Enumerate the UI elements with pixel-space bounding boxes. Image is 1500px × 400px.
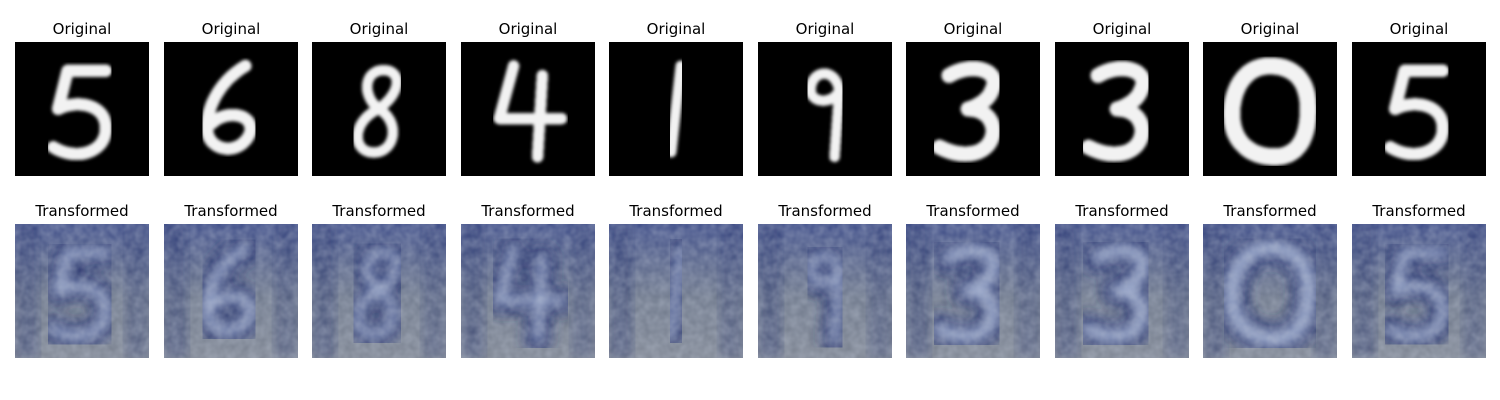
original-digit-image — [758, 42, 892, 176]
transformed-title: Transformed — [184, 202, 278, 220]
original-digit-image — [15, 42, 149, 176]
transformed-digit-image — [1203, 224, 1337, 358]
digit-stroke — [805, 68, 845, 163]
original-digit-image — [461, 42, 595, 176]
transformed-digit-image — [758, 224, 892, 358]
original-digit-image — [1352, 42, 1486, 176]
digit-stroke — [200, 59, 257, 155]
original-title: Original — [1240, 20, 1300, 38]
digit-stroke — [47, 64, 113, 161]
transformed-digit-image — [609, 224, 743, 358]
original-digit-image — [312, 42, 446, 176]
transformed-digit-image — [164, 224, 298, 358]
original-title: Original — [1092, 20, 1152, 38]
original-title: Original — [795, 20, 855, 38]
digit-stroke — [1080, 60, 1151, 162]
original-title: Original — [943, 20, 1003, 38]
original-title: Original — [498, 20, 558, 38]
digit-stroke — [1384, 64, 1450, 161]
transformed-title: Transformed — [1075, 202, 1169, 220]
digit-stroke — [1223, 57, 1317, 166]
original-digit-image — [906, 42, 1040, 176]
original-title: Original — [52, 20, 112, 38]
transformed-title: Transformed — [926, 202, 1020, 220]
transformed-title: Transformed — [778, 202, 872, 220]
transformed-title: Transformed — [1223, 202, 1317, 220]
original-digit-image — [1203, 42, 1337, 176]
transformed-title: Transformed — [35, 202, 129, 220]
original-title: Original — [201, 20, 261, 38]
transformed-digit-image — [312, 224, 446, 358]
digit-stroke — [665, 60, 687, 158]
digit-stroke — [931, 60, 1002, 162]
original-title: Original — [349, 20, 409, 38]
transformed-digit-image — [15, 224, 149, 358]
transformed-digit-image — [461, 224, 595, 358]
original-digit-image — [609, 42, 743, 176]
transformed-title: Transformed — [481, 202, 575, 220]
transformed-digit-image — [1352, 224, 1486, 358]
transformed-digit-image — [906, 224, 1040, 358]
transformed-title: Transformed — [629, 202, 723, 220]
original-title: Original — [1389, 20, 1449, 38]
transformed-digit-image — [1055, 224, 1189, 358]
transformed-title: Transformed — [332, 202, 426, 220]
digit-stroke — [352, 65, 403, 158]
original-digit-image — [1055, 42, 1189, 176]
original-digit-image — [164, 42, 298, 176]
original-title: Original — [646, 20, 706, 38]
transformed-title: Transformed — [1372, 202, 1466, 220]
digit-stroke — [493, 60, 568, 163]
